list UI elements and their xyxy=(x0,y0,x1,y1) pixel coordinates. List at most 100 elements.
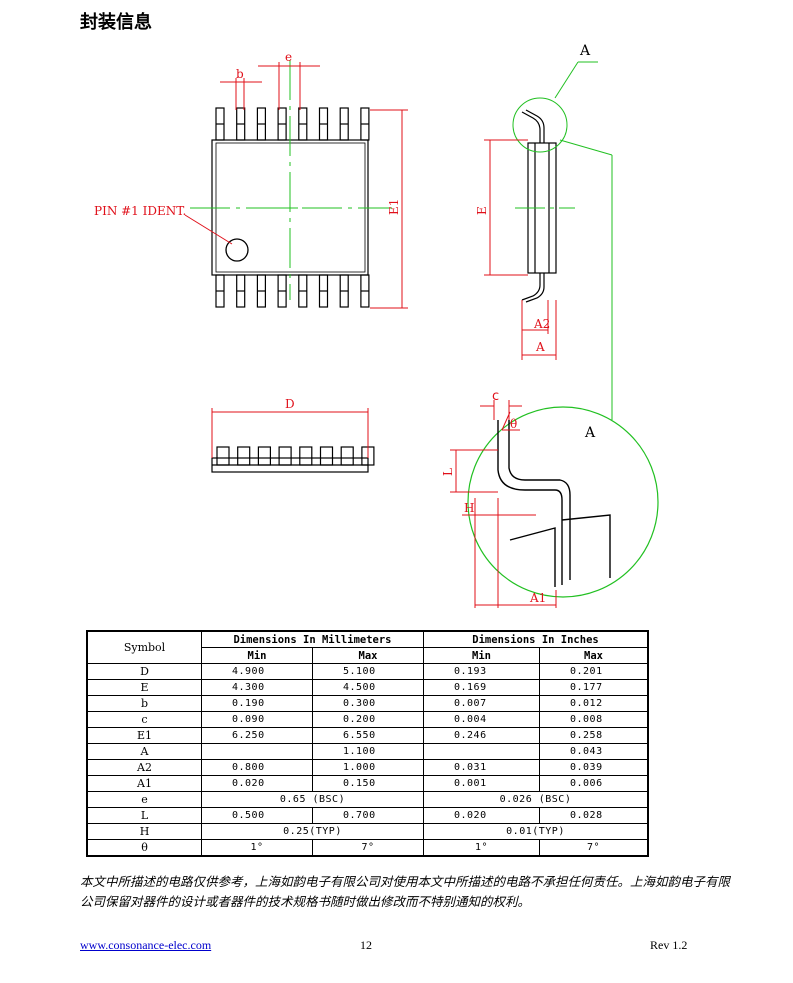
page-number: 12 xyxy=(360,938,372,952)
pin-bottom xyxy=(256,274,266,308)
label-L: L xyxy=(441,468,455,476)
cell-in-max: 0.008 xyxy=(539,711,649,728)
cell-theta-in-max: 7° xyxy=(539,839,649,857)
side-view-centerlines xyxy=(512,61,613,420)
detail-a-dimensions xyxy=(450,400,557,608)
cell-e-mm: 0.65 (BSC) xyxy=(201,791,424,808)
in-header: Dimensions In Inches xyxy=(423,630,649,648)
cell-symbol: E1 xyxy=(86,727,202,744)
label-D: D xyxy=(285,397,295,411)
top-view-dimensions xyxy=(184,62,408,309)
cell-theta-in-min: 1° xyxy=(423,839,540,857)
cell-symbol: E xyxy=(86,679,202,696)
front-view-dimensions xyxy=(211,408,369,458)
cell-in-max: 0.043 xyxy=(539,743,649,760)
pin-front xyxy=(216,446,230,466)
symbol-header: Symbol xyxy=(86,630,202,664)
cell-mm-max: 5.100 xyxy=(312,663,424,680)
cell-mm-min: 4.900 xyxy=(201,663,313,680)
revision: Rev 1.2 xyxy=(650,938,688,952)
cell-mm-max: 4.500 xyxy=(312,679,424,696)
cell-theta-mm-max: 7° xyxy=(312,839,424,857)
label-c: c xyxy=(492,389,499,404)
package-drawing: e b PIN #1 IDENT. E1 A E A2 A xyxy=(94,43,659,608)
cell-symbol: H xyxy=(86,823,202,840)
cell-L-mm-max: 0.700 xyxy=(312,807,424,824)
table-row: L 0.500 0.700 0.020 0.028 xyxy=(86,807,649,824)
in-max-header: Max xyxy=(539,647,649,664)
cell-in-min xyxy=(423,743,540,760)
cell-in-max: 0.039 xyxy=(539,759,649,776)
cell-mm-max: 0.300 xyxy=(312,695,424,712)
pin-bottom xyxy=(298,274,308,308)
cell-mm-min: 0.190 xyxy=(201,695,313,712)
cell-symbol: b xyxy=(86,695,202,712)
pin-front xyxy=(237,446,251,466)
table-row: H 0.25(TYP) 0.01(TYP) xyxy=(86,823,649,840)
cell-in-max: 0.177 xyxy=(539,679,649,696)
cell-symbol: L xyxy=(86,807,202,824)
section-title: 封装信息 xyxy=(80,12,152,33)
cell-symbol: A2 xyxy=(86,759,202,776)
side-view xyxy=(521,109,557,303)
disclaimer-text: 本文中所描述的电路仅供参考，上海如韵电子有限公司对使用本文中所描述的电路不承担任… xyxy=(80,874,731,909)
pin-bottom xyxy=(318,274,329,308)
cell-mm-max: 1.100 xyxy=(312,743,424,760)
table-row: e 0.65 (BSC) 0.026 (BSC) xyxy=(86,791,649,808)
pin-bottom xyxy=(277,274,287,308)
label-A1: A1 xyxy=(529,591,546,605)
in-min-header: Min xyxy=(423,647,540,664)
side-view-dimensions xyxy=(484,139,557,360)
cell-in-min: 0.004 xyxy=(423,711,540,728)
table-row: θ 1° 7° 1° 7° xyxy=(86,839,649,857)
dimensions-table: Symbol Dimensions In Millimeters Dimensi… xyxy=(86,630,649,857)
website-link[interactable]: www.consonance-elec.com xyxy=(80,938,212,952)
pin-top xyxy=(360,107,370,141)
detail-a xyxy=(467,406,659,598)
mm-header: Dimensions In Millimeters xyxy=(201,630,424,648)
pin-bottom xyxy=(215,274,225,308)
label-A-detail: A xyxy=(584,425,596,441)
label-e: e xyxy=(285,50,292,64)
pin-top xyxy=(318,107,329,141)
label-E1: E1 xyxy=(387,199,401,215)
pin-front xyxy=(299,446,313,466)
cell-mm-min: 0.020 xyxy=(201,775,313,792)
cell-symbol: c xyxy=(86,711,202,728)
label-H: H xyxy=(464,501,474,515)
mm-max-header: Max xyxy=(312,647,424,664)
label-A-top: A xyxy=(579,43,591,59)
top-view-centerlines xyxy=(190,60,392,300)
pin-front xyxy=(278,446,292,466)
table-row: A 1.100 0.043 xyxy=(86,743,649,760)
cell-mm-min: 6.250 xyxy=(201,727,313,744)
cell-H-in: 0.01(TYP) xyxy=(423,823,649,840)
pin-top xyxy=(215,107,225,141)
cell-symbol: A xyxy=(86,743,202,760)
cell-in-max: 0.012 xyxy=(539,695,649,712)
pin-top xyxy=(339,107,349,141)
pin-top xyxy=(277,107,287,141)
cell-e-in: 0.026 (BSC) xyxy=(423,791,649,808)
cell-mm-min: 0.090 xyxy=(201,711,313,728)
cell-mm-min xyxy=(201,743,313,760)
pin-bottom xyxy=(339,274,349,308)
cell-H-mm: 0.25(TYP) xyxy=(201,823,424,840)
cell-theta-mm-min: 1° xyxy=(201,839,313,857)
pin-front xyxy=(257,446,271,466)
cell-in-min: 0.193 xyxy=(423,663,540,680)
cell-mm-max: 0.200 xyxy=(312,711,424,728)
label-A2: A2 xyxy=(533,317,550,331)
cell-L-in-max: 0.028 xyxy=(539,807,649,824)
label-A: A xyxy=(535,340,545,354)
front-view xyxy=(211,446,375,473)
pin-top xyxy=(298,107,308,141)
cell-mm-min: 0.800 xyxy=(201,759,313,776)
cell-in-min: 0.246 xyxy=(423,727,540,744)
